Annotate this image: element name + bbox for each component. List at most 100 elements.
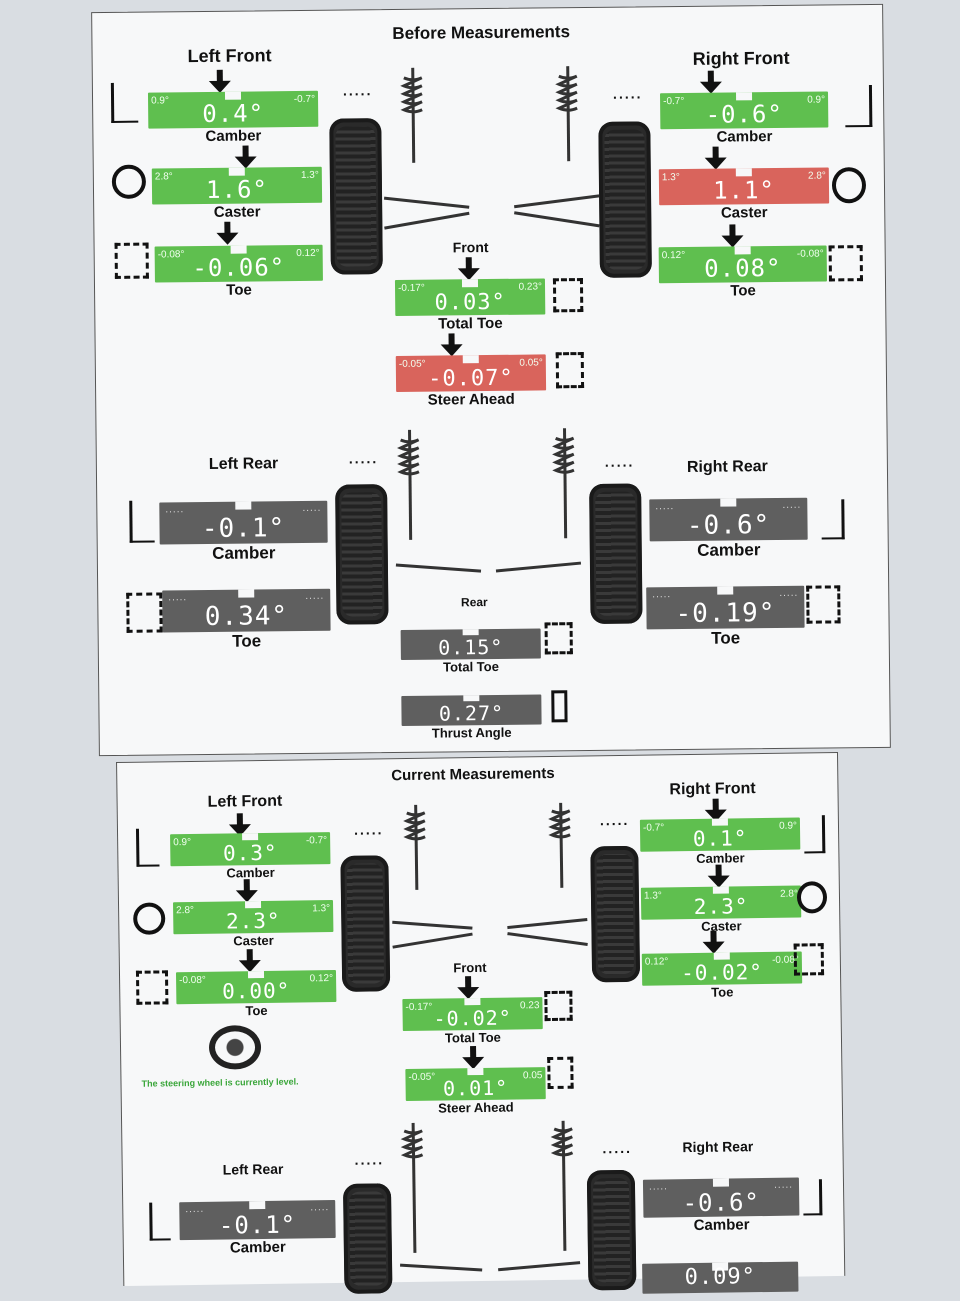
total-toe-icon bbox=[544, 622, 573, 655]
lf-caster-gauge: 2.8° 1.3° 2.3° bbox=[172, 900, 334, 935]
rf-dots: ..... bbox=[612, 85, 643, 102]
rr-camber-gauge: ..... ..... -0.6° bbox=[649, 497, 808, 542]
rr-toe-value-partial: 0.09° bbox=[684, 1264, 757, 1291]
camber-icon bbox=[802, 1179, 823, 1216]
lf-dots: ..... bbox=[353, 821, 384, 838]
rf-caster-value: 1.1° bbox=[712, 176, 776, 205]
right-front-wheel-image bbox=[590, 845, 641, 983]
rear-label: Rear bbox=[460, 595, 488, 610]
rr-toe-gauge-partial: 0.09° bbox=[642, 1261, 799, 1294]
toe-icon bbox=[126, 592, 163, 633]
lf-toe-gauge: -0.08° 0.12° -0.06° bbox=[154, 244, 323, 283]
lf-camber-value: 0.3° bbox=[222, 840, 278, 866]
lr-camber-label: Camber bbox=[229, 1238, 286, 1257]
rf-toe-value: 0.08° bbox=[704, 253, 782, 283]
front-total-toe-value: 0.03° bbox=[434, 289, 506, 316]
lf-toe-label: Toe bbox=[226, 281, 252, 299]
rf-toe-label: Toe bbox=[711, 984, 734, 1000]
camber-icon bbox=[844, 84, 873, 128]
rear-total-toe-value: 0.15° bbox=[438, 634, 504, 660]
caster-wheel-icon bbox=[133, 902, 166, 935]
camber-icon bbox=[110, 82, 139, 123]
lf-camber-label: Camber bbox=[226, 864, 275, 881]
current-measurements-sheet: Current Measurements Left Front 0.9° -0.… bbox=[116, 751, 846, 1294]
camber-icon bbox=[803, 815, 826, 854]
rf-toe-value: -0.02° bbox=[680, 960, 764, 986]
rf-caster-value: 2.3° bbox=[693, 894, 749, 919]
lr-toe-value: 0.34° bbox=[204, 601, 289, 633]
rr-camber-label: Camber bbox=[697, 540, 761, 560]
left-rear-wheel-image bbox=[342, 1183, 393, 1294]
front-label: Front bbox=[453, 959, 487, 976]
left-front-wheel-image bbox=[329, 118, 383, 275]
toe-icon bbox=[806, 585, 841, 624]
lf-caster-value: 1.6° bbox=[205, 175, 269, 204]
camber-icon bbox=[821, 499, 845, 540]
total-toe-icon bbox=[544, 990, 573, 1022]
front-total-toe-gauge: -0.17° 0.23° 0.03° bbox=[394, 278, 546, 316]
thrust-angle-label: Thrust Angle bbox=[431, 724, 512, 741]
toe-icon bbox=[114, 242, 149, 279]
left-front-wheel-image bbox=[340, 855, 391, 992]
lf-caster-value: 2.3° bbox=[225, 908, 281, 934]
rear-total-toe-label: Total Toe bbox=[442, 658, 500, 675]
steering-level-note: The steering wheel is currently level. bbox=[141, 1076, 299, 1089]
lr-camber-label: Camber bbox=[212, 543, 276, 563]
lf-caster-label: Caster bbox=[233, 932, 274, 949]
rf-toe-gauge: 0.12° -0.08° 0.08° bbox=[658, 245, 827, 284]
front-total-toe-value: -0.02° bbox=[433, 1005, 512, 1031]
front-total-toe-gauge: -0.17° 0.23 -0.02° bbox=[402, 997, 543, 1032]
lf-caster-gauge: 2.8° 1.3° 1.6° bbox=[151, 166, 323, 205]
front-suspension-image bbox=[383, 66, 600, 230]
camber-icon bbox=[135, 828, 160, 867]
front-suspension-image bbox=[392, 802, 588, 949]
rf-camber-gauge: -0.7° 0.9° -0.6° bbox=[660, 91, 829, 130]
lr-dots: ..... bbox=[348, 450, 379, 467]
caster-wheel-icon bbox=[796, 881, 828, 914]
rf-caster-label: Caster bbox=[701, 918, 742, 934]
front-label: Front bbox=[452, 239, 489, 256]
lr-camber-value: -0.1° bbox=[218, 1210, 297, 1240]
steering-wheel-icon bbox=[208, 1025, 262, 1070]
rf-dots: ..... bbox=[599, 811, 630, 829]
rf-camber-value: 0.1° bbox=[692, 826, 748, 851]
rf-toe-gauge: 0.12° -0.08° -0.02° bbox=[641, 951, 803, 986]
rear-suspension-image bbox=[399, 1120, 581, 1272]
rf-toe-label: Toe bbox=[730, 282, 756, 300]
lr-dots: ..... bbox=[354, 1151, 385, 1168]
rr-camber-gauge: ..... ..... -0.6° bbox=[642, 1177, 800, 1218]
rr-dots: ..... bbox=[602, 1139, 633, 1157]
toe-icon bbox=[793, 943, 825, 976]
thrust-angle-gauge: 0.27° bbox=[401, 694, 542, 726]
steer-ahead-gauge: -0.05° 0.05 0.01° bbox=[405, 1067, 546, 1102]
right-front-title: Right Front bbox=[692, 47, 790, 69]
camber-icon bbox=[149, 1202, 171, 1241]
right-front-wheel-image bbox=[598, 121, 652, 278]
rf-camber-gauge: -0.7° 0.9° 0.1° bbox=[639, 817, 801, 852]
steer-ahead-gauge: -0.05° 0.05° -0.07° bbox=[395, 354, 547, 392]
right-front-title: Right Front bbox=[669, 780, 756, 799]
lr-toe-gauge: ..... ..... 0.34° bbox=[162, 588, 331, 633]
camber-icon bbox=[129, 500, 155, 543]
rr-toe-label: Toe bbox=[711, 628, 741, 648]
lr-camber-gauge: ..... ..... -0.1° bbox=[159, 500, 328, 545]
left-rear-title: Left Rear bbox=[222, 1160, 284, 1178]
rf-caster-gauge: 1.3° 2.8° 1.1° bbox=[658, 167, 830, 206]
left-rear-wheel-image bbox=[335, 484, 389, 625]
rf-camber-label: Camber bbox=[716, 128, 773, 146]
rear-suspension-image bbox=[395, 428, 582, 573]
lf-camber-gauge: 0.9° -0.7° 0.4° bbox=[147, 90, 319, 129]
toe-icon bbox=[828, 245, 863, 282]
before-measurements-sheet: Before Measurements Left Front 0.9° -0.7… bbox=[91, 3, 891, 757]
lf-toe-value: 0.00° bbox=[221, 978, 291, 1004]
left-front-title: Left Front bbox=[207, 792, 283, 811]
steer-ahead-icon bbox=[547, 1056, 574, 1090]
toe-icon bbox=[135, 970, 169, 1005]
lr-toe-label: Toe bbox=[232, 631, 262, 651]
current-title: Current Measurements bbox=[391, 764, 555, 785]
caster-wheel-icon bbox=[831, 167, 867, 204]
front-total-toe-label: Total Toe bbox=[438, 314, 503, 333]
lf-toe-value: -0.06° bbox=[192, 253, 286, 283]
lf-camber-gauge: 0.9° -0.7° 0.3° bbox=[170, 832, 331, 867]
rr-camber-value: -0.6° bbox=[686, 510, 771, 541]
